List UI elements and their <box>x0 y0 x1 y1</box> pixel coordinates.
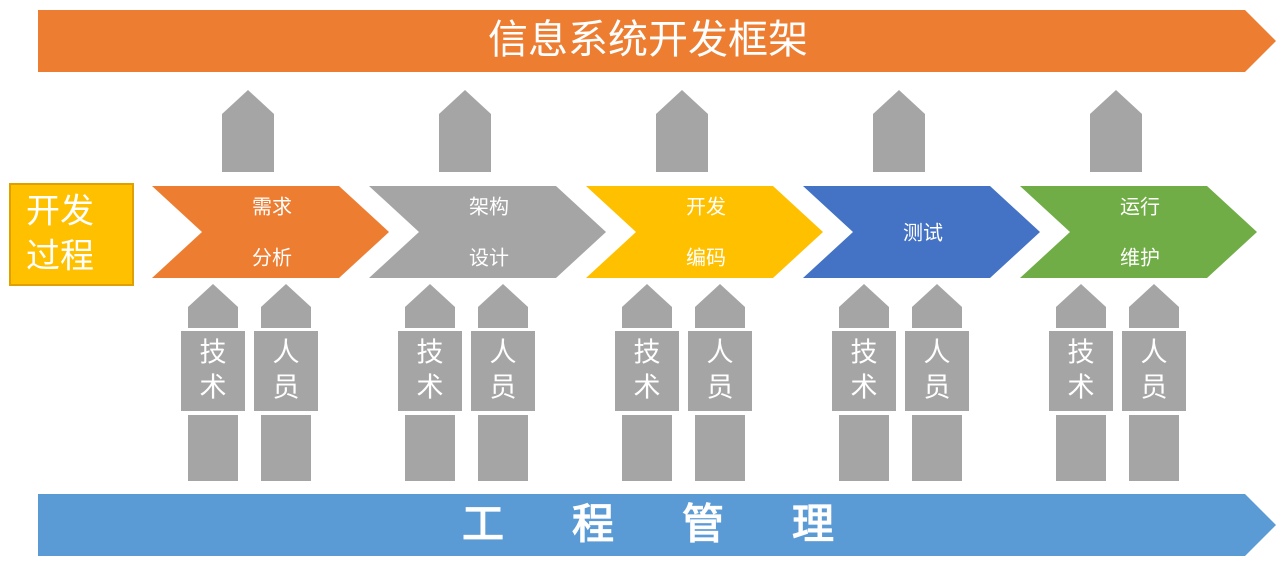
resource-label-line1: 人 <box>273 338 300 369</box>
resource-label-box <box>254 331 318 411</box>
resource-label-line1: 人 <box>1141 338 1168 369</box>
resource-arrow-shaft <box>261 415 311 481</box>
resource-label-line2: 术 <box>851 373 878 404</box>
resource-label-line1: 技 <box>1068 338 1095 369</box>
management-banner-arrow <box>38 494 1276 556</box>
phase-label-line1: 开发 <box>686 195 726 219</box>
resource-label-box <box>905 331 969 411</box>
resource-label-line2: 员 <box>924 373 951 404</box>
resource-label-box <box>471 331 535 411</box>
resource-technology-column: 技术 <box>398 284 462 481</box>
resource-arrow-shaft <box>622 415 672 481</box>
resource-label-line2: 术 <box>200 373 227 404</box>
resource-label-box <box>615 331 679 411</box>
resource-arrow-head <box>695 284 745 328</box>
process-label-line2: 过程 <box>26 237 94 277</box>
phase-label-line2: 分析 <box>252 246 292 270</box>
resource-arrow-head <box>839 284 889 328</box>
resource-arrow-shaft <box>839 415 889 481</box>
resource-arrow-shaft <box>405 415 455 481</box>
resource-arrow-shaft <box>695 415 745 481</box>
resource-label-box <box>181 331 245 411</box>
resource-label-line2: 术 <box>634 373 661 404</box>
resource-arrow-shaft <box>478 415 528 481</box>
phase-label: 测试 <box>903 221 943 245</box>
phase-label-line1: 需求 <box>252 195 292 219</box>
resource-arrow-head <box>622 284 672 328</box>
resource-label-line2: 术 <box>417 373 444 404</box>
process-label: 开发 过程 <box>9 183 134 286</box>
phase-label-line2: 设计 <box>469 246 509 270</box>
resource-label-line2: 术 <box>1068 373 1095 404</box>
resource-arrow-head <box>261 284 311 328</box>
resource-label-line1: 技 <box>200 338 227 369</box>
resource-personnel-column: 人员 <box>254 284 318 481</box>
resource-arrow-shaft <box>1056 415 1106 481</box>
resource-arrow-head <box>912 284 962 328</box>
framework-banner: 信息系统开发框架 <box>38 10 1276 72</box>
resource-label-box <box>832 331 896 411</box>
resource-label-box <box>398 331 462 411</box>
output-up-arrow <box>1090 90 1142 172</box>
management-banner: 工程管理 <box>38 494 1276 556</box>
resource-personnel-column: 人员 <box>688 284 752 481</box>
resource-label-line1: 技 <box>417 338 444 369</box>
output-up-arrow <box>439 90 491 172</box>
resource-label-line2: 员 <box>707 373 734 404</box>
resource-label-line2: 员 <box>1141 373 1168 404</box>
resource-arrow-shaft <box>912 415 962 481</box>
resource-personnel-column: 人员 <box>905 284 969 481</box>
output-up-arrow <box>656 90 708 172</box>
resource-arrow-shaft <box>188 415 238 481</box>
phase-chevron <box>152 186 389 278</box>
resource-label-box <box>1049 331 1113 411</box>
resource-label-line2: 员 <box>490 373 517 404</box>
resource-arrow-head <box>478 284 528 328</box>
management-title: 工程管理 <box>462 500 902 549</box>
resource-personnel-column: 人员 <box>1122 284 1186 481</box>
resource-label-line1: 人 <box>707 338 734 369</box>
resource-arrow-head <box>188 284 238 328</box>
resource-arrow-head <box>1056 284 1106 328</box>
resource-personnel-column: 人员 <box>471 284 535 481</box>
phase-label-line2: 编码 <box>686 246 726 270</box>
resource-arrow-head <box>1129 284 1179 328</box>
process-label-box <box>9 183 134 286</box>
phase-3: 测试 <box>803 186 1040 278</box>
phase-chevron <box>1020 186 1257 278</box>
framework-title: 信息系统开发框架 <box>488 17 808 63</box>
process-label-line1: 开发 <box>26 192 94 232</box>
output-up-arrow <box>222 90 274 172</box>
resource-technology-column: 技术 <box>1049 284 1113 481</box>
resource-label-box <box>688 331 752 411</box>
phase-label-line2: 维护 <box>1120 246 1160 270</box>
resource-arrow-shaft <box>1129 415 1179 481</box>
resource-label-line1: 技 <box>634 338 661 369</box>
phase-chevron <box>586 186 823 278</box>
framework-banner-arrow <box>38 10 1276 72</box>
resource-label-line1: 技 <box>851 338 878 369</box>
resource-label-box <box>1122 331 1186 411</box>
resource-technology-column: 技术 <box>181 284 245 481</box>
output-up-arrow <box>873 90 925 172</box>
resource-technology-column: 技术 <box>832 284 896 481</box>
phase-label-line1: 架构 <box>469 195 509 219</box>
resource-label-line1: 人 <box>490 338 517 369</box>
resource-arrow-head <box>405 284 455 328</box>
resource-label-line2: 员 <box>273 373 300 404</box>
output-arrows <box>222 90 1142 172</box>
resource-technology-column: 技术 <box>615 284 679 481</box>
phase-label-line1: 运行 <box>1120 195 1160 219</box>
resource-label-line1: 人 <box>924 338 951 369</box>
phase-chevron <box>369 186 606 278</box>
phase-chevron <box>803 186 1040 278</box>
